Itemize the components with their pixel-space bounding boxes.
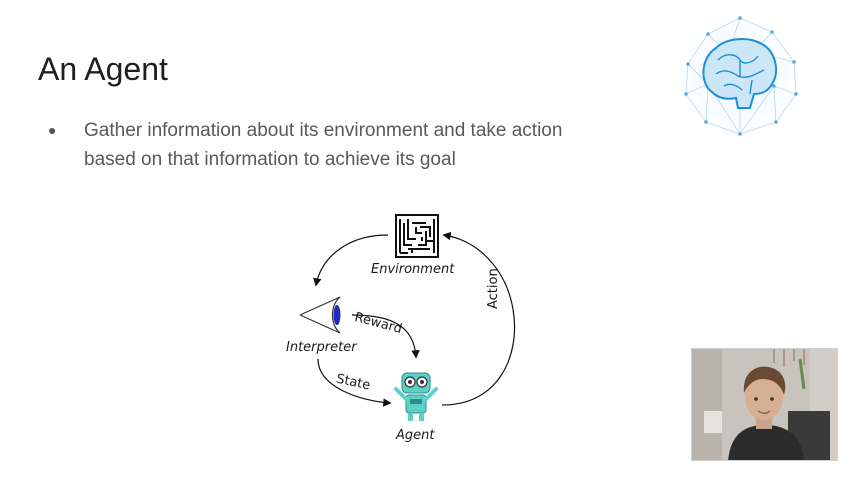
arrow-reward xyxy=(351,314,420,359)
arrow-environment-to-interpreter xyxy=(313,234,389,287)
environment-label: Environment xyxy=(371,262,455,277)
action-label: Action xyxy=(486,268,501,309)
agent-loop-diagram: Environment Interpreter Agent Action Rew… xyxy=(270,205,560,455)
arrow-action xyxy=(441,231,516,406)
arrow-state xyxy=(317,358,392,407)
bullet-text: Gather information about its environment… xyxy=(84,120,563,170)
bullet-marker: ● xyxy=(48,122,57,138)
brain-network-icon xyxy=(678,14,802,138)
interpreter-label: Interpreter xyxy=(286,340,357,355)
presenter-webcam xyxy=(691,348,838,461)
robot-icon xyxy=(394,372,438,421)
slide-title: An Agent xyxy=(38,51,168,87)
maze-icon xyxy=(395,214,439,258)
eye-icon xyxy=(299,296,341,334)
agent-label: Agent xyxy=(396,428,435,443)
